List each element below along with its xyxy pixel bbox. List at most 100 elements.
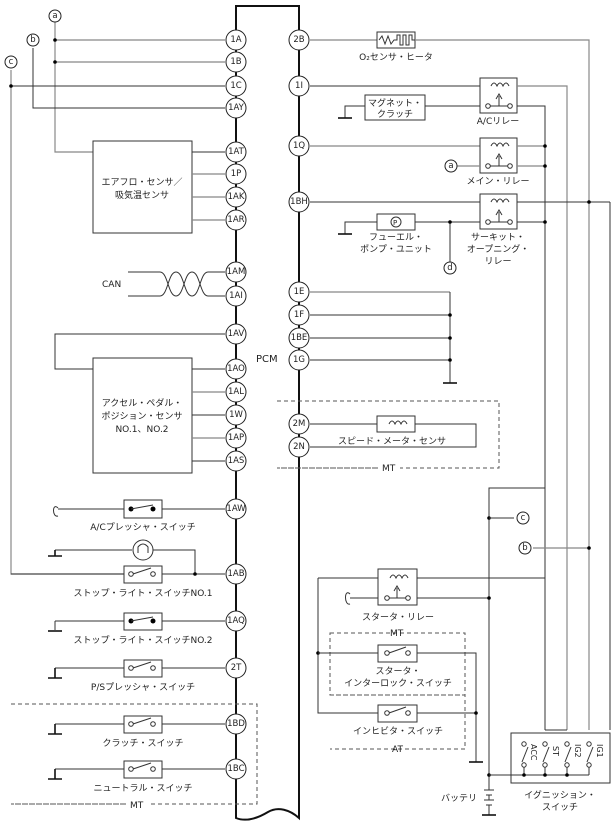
- pcm-pin-label: 1BE: [291, 333, 308, 343]
- circuit-opening-relay-label-1: サーキット・: [471, 232, 525, 243]
- ignition-pos-ig1: IG1: [595, 744, 604, 758]
- pcm-pin: 1BH: [288, 191, 310, 213]
- can-label: CAN: [102, 280, 121, 290]
- pcm-pin-label: 1AR: [227, 215, 244, 225]
- svg-text:d: d: [447, 263, 452, 273]
- pcm-pin: 1AL: [225, 381, 247, 403]
- pcm-pins-left: 1A1B1C1AY1AT1P1AK1AR1AM1AI1AV1AO1AL1W1AP…: [225, 29, 247, 780]
- pcm-pin-label: 1A: [230, 35, 241, 45]
- pcm-pin-label: 1BC: [227, 764, 244, 774]
- at-group-starter-label: AT: [392, 745, 403, 755]
- airflow-sensor-label-1: エアフロ・センサ／: [101, 177, 182, 188]
- speed-meter-sensor: [376, 415, 416, 433]
- o2-sensor-heater-label: O₂センサ・ヒータ: [359, 52, 433, 63]
- pcm-pin-label: 1I: [295, 81, 303, 91]
- mt-group-speed: [277, 400, 500, 469]
- connector-d: d: [443, 261, 457, 275]
- pcm-pin: 1BE: [288, 327, 310, 349]
- pcm-pin: 1AO: [225, 358, 247, 380]
- pcm-pin: 1AB: [225, 563, 247, 585]
- connector-a: a: [48, 9, 62, 23]
- pcm-pin-label: 1AM: [227, 267, 246, 277]
- ignition-contacts: [521, 729, 594, 777]
- connector-b-right: b: [518, 541, 532, 555]
- ignition-pos-acc: ACC: [529, 744, 538, 761]
- accel-sensor-label-1: アクセル・ペダル・: [102, 397, 183, 409]
- svg-text:a: a: [448, 161, 453, 171]
- pcm-pin-label: 1AW: [226, 504, 246, 514]
- pcm-pin-label: 1B: [230, 57, 241, 67]
- ignition-pos-st: ST: [551, 746, 560, 756]
- pcm-pin: 2M: [288, 413, 310, 435]
- pcm-pin-label: 1AB: [227, 569, 244, 579]
- pcm-pin-label: 1P: [231, 169, 242, 179]
- svg-text:b: b: [30, 35, 35, 45]
- pcm-pin-label: 2N: [293, 442, 305, 452]
- airflow-sensor-label-2: 吸気温センサ: [115, 189, 169, 201]
- pcm-pin: 1AM: [225, 261, 247, 283]
- ignition-switch-label-1: イグニッション・: [524, 789, 596, 801]
- pcm-pin-label: 1W: [229, 410, 243, 420]
- pcm-pin: 1AI: [225, 285, 247, 307]
- battery-label: バッテリ: [441, 793, 477, 804]
- magnet-clutch: [364, 94, 426, 121]
- at-group-starter: [330, 694, 466, 750]
- svg-text:a: a: [52, 11, 57, 21]
- pcm-pin-label: 1AS: [228, 456, 245, 466]
- pcm-pin: 1AW: [225, 498, 247, 520]
- stop-light-switch-2-label: ストップ・ライト・スイッチNO.2: [73, 635, 212, 646]
- pcm-pin: 1BC: [225, 758, 247, 780]
- pcm-pin-label: 1AI: [229, 291, 243, 301]
- starter-relay-label: スタータ・リレー: [362, 612, 434, 623]
- fuel-pump-label-1: フューエル・: [369, 233, 423, 243]
- mt-group-starter-label: MT: [390, 629, 404, 639]
- stop-lamp-icon: [132, 539, 154, 561]
- starter-interlock-switch[interactable]: [377, 644, 418, 663]
- pcm-pin: 2T: [225, 657, 247, 679]
- pcm-pin: 2B: [288, 29, 310, 51]
- pcm-pin-label: 1Q: [293, 141, 305, 151]
- pcm-pin: 1AR: [225, 209, 247, 231]
- pcm-pin: 1G: [288, 349, 310, 371]
- speed-meter-sensor-label: スピード・メータ・センサ: [338, 436, 446, 447]
- pcm-pin-label: 1G: [293, 355, 305, 365]
- magnet-clutch-label-1: マグネット・: [368, 97, 422, 109]
- pcm-pin-label: 1E: [294, 287, 305, 297]
- clutch-switch-label: クラッチ・スイッチ: [102, 738, 183, 749]
- pcm-pin: 1B: [225, 51, 247, 73]
- pcm-pin-label: 1AQ: [227, 616, 245, 626]
- pcm-pin: 1AS: [225, 450, 247, 472]
- main-relay-label: メイン・リレー: [466, 177, 529, 187]
- ignition-pos-ig2: IG2: [573, 744, 582, 758]
- pcm-pin-label: 2B: [293, 35, 304, 45]
- circuit-opening-relay-label-3: リレー: [484, 257, 511, 267]
- pcm-pin-label: 1AO: [227, 364, 245, 374]
- mt-group-speed-label: MT: [382, 464, 396, 474]
- fuel-pump-symbol: P: [393, 219, 397, 227]
- inhibitor-switch[interactable]: [377, 704, 418, 723]
- pcm-pin-label: 1AV: [228, 329, 245, 339]
- accel-pedal-sensor: [92, 357, 193, 474]
- pcm-pin: 1W: [225, 404, 247, 426]
- pcm-pin-label: 1F: [294, 310, 304, 320]
- pcm-label: PCM: [256, 354, 278, 365]
- pcm-pin-label: 2T: [231, 663, 242, 673]
- magnet-clutch-label-2: クラッチ: [377, 109, 413, 120]
- pcm-pin: 1Q: [288, 135, 310, 157]
- pcm-pin: 1AT: [225, 141, 247, 163]
- starter-interlock-label-2: インターロック・スイッチ: [344, 678, 452, 689]
- circuit-opening-relay-label-2: オープニング・: [467, 243, 529, 255]
- pcm-pin: 1E: [288, 281, 310, 303]
- pcm-pin: 1BD: [225, 713, 247, 735]
- svg-text:c: c: [9, 57, 14, 67]
- mt-group-left: [11, 703, 258, 805]
- accel-sensor-label-2: ポジション・センサ: [101, 411, 182, 422]
- pcm-pin: 1AV: [225, 323, 247, 345]
- pcm-pin-label: 1AP: [228, 433, 244, 443]
- pcm-pin: 1F: [288, 304, 310, 326]
- ground-icon: [338, 117, 496, 816]
- pcm-pin: 1AK: [225, 186, 247, 208]
- mt-group-left-label: MT: [130, 801, 144, 811]
- pcm-pins-right: 2B 1I 1Q 1BH 1E 1F 1BE 1G 2M 2N: [288, 29, 310, 458]
